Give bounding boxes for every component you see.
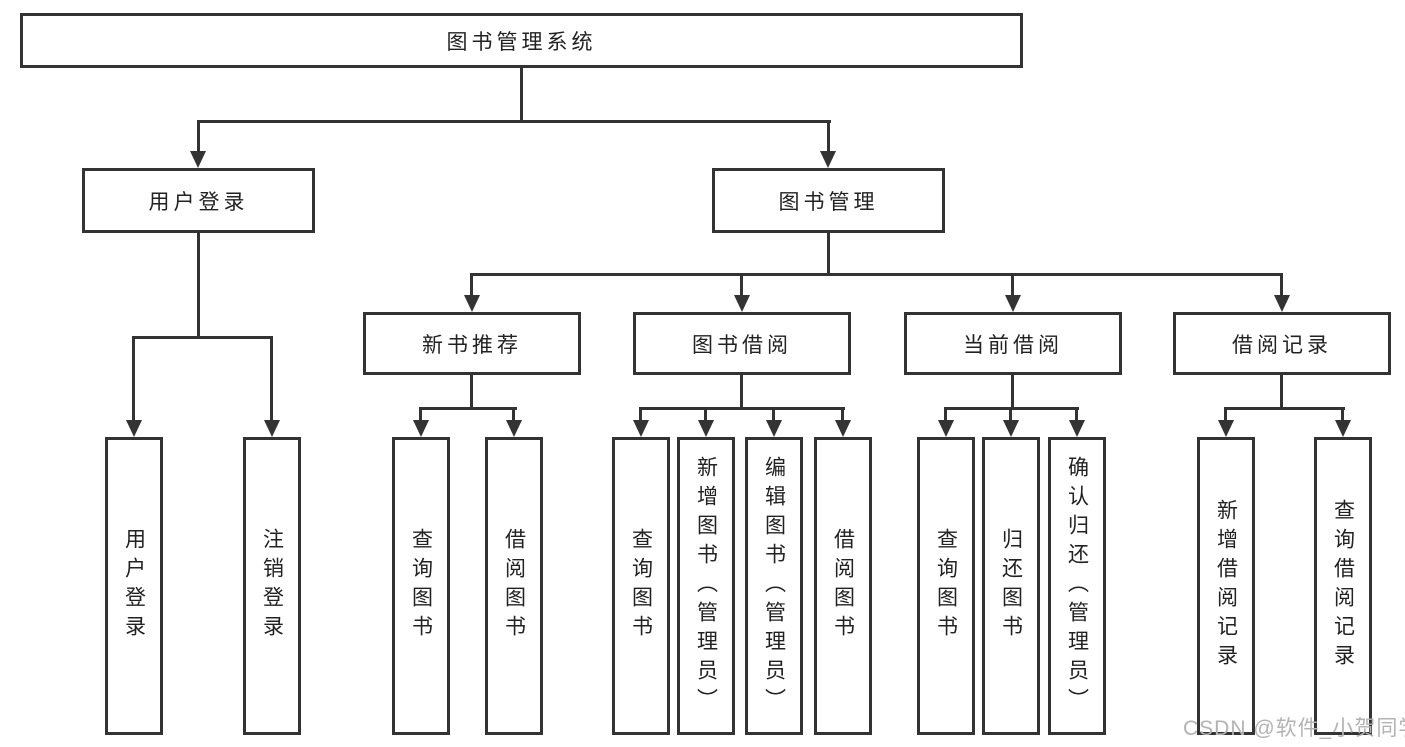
arrowhead-down-icon bbox=[820, 151, 836, 168]
node-user-login: 用户登录 bbox=[82, 168, 315, 233]
leaf-borrow-books: 借阅图书 bbox=[814, 437, 872, 735]
leaf-query-books-borrowing: 查询图书 bbox=[612, 437, 670, 735]
leaf-label: 查询图书 bbox=[409, 528, 433, 644]
node-borrowing-records: 借阅记录 bbox=[1173, 312, 1391, 375]
connector-line bbox=[827, 120, 830, 153]
arrowhead-down-icon bbox=[264, 420, 280, 437]
leaf-borrow-books-recommend: 借阅图书 bbox=[485, 437, 543, 735]
arrowhead-down-icon bbox=[413, 420, 429, 437]
leaf-label: 注销登录 bbox=[260, 528, 284, 644]
connector-line bbox=[841, 407, 844, 423]
connector-line bbox=[132, 336, 135, 423]
leaf-label: 查询图书 bbox=[934, 528, 958, 644]
connector-line bbox=[740, 273, 743, 297]
leaf-confirm-return-admin: 确认归还（管理员） bbox=[1048, 437, 1106, 735]
leaf-query-books-current: 查询图书 bbox=[917, 437, 975, 735]
node-label: 借阅记录 bbox=[1232, 333, 1332, 357]
arrowhead-down-icon bbox=[835, 420, 851, 437]
connector-line bbox=[1280, 375, 1283, 407]
node-current-borrowing: 当前借阅 bbox=[904, 312, 1122, 375]
connector-line bbox=[1341, 407, 1344, 423]
connector-line bbox=[1011, 375, 1014, 407]
arrowhead-down-icon bbox=[1005, 295, 1021, 312]
node-label: 新书推荐 bbox=[422, 333, 522, 357]
arrowhead-down-icon bbox=[766, 420, 782, 437]
node-label: 图书管理系统 bbox=[446, 30, 597, 54]
connector-line bbox=[470, 375, 473, 407]
connector-line bbox=[944, 407, 947, 423]
arrowhead-down-icon bbox=[1274, 295, 1290, 312]
leaf-logout: 注销登录 bbox=[243, 437, 301, 735]
leaf-label: 归还图书 bbox=[999, 528, 1023, 644]
leaf-add-borrow-record: 新增借阅记录 bbox=[1197, 437, 1255, 735]
leaf-query-books-recommend: 查询图书 bbox=[392, 437, 450, 735]
node-label: 当前借阅 bbox=[963, 333, 1063, 357]
arrowhead-down-icon bbox=[633, 420, 649, 437]
leaf-return-books: 归还图书 bbox=[982, 437, 1040, 735]
connector-line bbox=[639, 407, 642, 423]
connector-line bbox=[740, 375, 743, 407]
leaf-label: 新增图书（管理员） bbox=[694, 455, 718, 717]
node-library-system: 图书管理系统 bbox=[20, 13, 1023, 68]
leaf-edit-books-admin: 编辑图书（管理员） bbox=[745, 437, 803, 735]
leaf-label: 用户登录 bbox=[122, 528, 146, 644]
leaf-user-login: 用户登录 bbox=[105, 437, 163, 735]
leaf-label: 新增借阅记录 bbox=[1214, 499, 1238, 673]
arrowhead-down-icon bbox=[1218, 420, 1234, 437]
node-label: 图书借阅 bbox=[692, 333, 792, 357]
leaf-label: 借阅图书 bbox=[502, 528, 526, 644]
connector-line bbox=[1011, 273, 1014, 297]
connector-line bbox=[197, 120, 831, 123]
connector-line bbox=[704, 407, 707, 423]
arrowhead-down-icon bbox=[1003, 420, 1019, 437]
arrowhead-down-icon bbox=[938, 420, 954, 437]
connector-line bbox=[197, 120, 200, 153]
connector-line bbox=[1280, 273, 1283, 297]
connector-line bbox=[470, 273, 1283, 276]
connector-line bbox=[512, 407, 515, 423]
connector-line bbox=[132, 336, 273, 339]
connector-line bbox=[197, 233, 200, 336]
leaf-label: 借阅图书 bbox=[831, 528, 855, 644]
arrowhead-down-icon bbox=[1335, 420, 1351, 437]
connector-line bbox=[827, 233, 830, 273]
arrowhead-down-icon bbox=[1069, 420, 1085, 437]
connector-line bbox=[419, 407, 517, 410]
leaf-label: 编辑图书（管理员） bbox=[762, 455, 786, 717]
arrowhead-down-icon bbox=[126, 420, 142, 437]
node-label: 图书管理 bbox=[778, 190, 879, 214]
connector-line bbox=[772, 407, 775, 423]
connector-line bbox=[1224, 407, 1227, 423]
leaf-label: 查询借阅记录 bbox=[1331, 499, 1355, 673]
leaf-query-borrow-record: 查询借阅记录 bbox=[1314, 437, 1372, 735]
node-new-book-recommendation: 新书推荐 bbox=[363, 312, 581, 375]
arrowhead-down-icon bbox=[464, 295, 480, 312]
connector-line bbox=[1224, 407, 1345, 410]
arrowhead-down-icon bbox=[698, 420, 714, 437]
node-book-management: 图书管理 bbox=[712, 168, 945, 233]
connector-line bbox=[419, 407, 422, 423]
arrowhead-down-icon bbox=[734, 295, 750, 312]
csdn-watermark: CSDN @软件_小贺同学 bbox=[1183, 717, 1405, 740]
leaf-label: 查询图书 bbox=[629, 528, 653, 644]
leaf-label: 确认归还（管理员） bbox=[1065, 455, 1089, 717]
connector-line bbox=[1075, 407, 1078, 423]
connector-line bbox=[270, 336, 273, 423]
leaf-add-books-admin: 新增图书（管理员） bbox=[677, 437, 735, 735]
arrowhead-down-icon bbox=[190, 151, 206, 168]
connector-line bbox=[520, 68, 523, 120]
node-label: 用户登录 bbox=[148, 190, 249, 214]
arrowhead-down-icon bbox=[506, 420, 522, 437]
node-book-borrowing: 图书借阅 bbox=[633, 312, 851, 375]
connector-line bbox=[470, 273, 473, 297]
connector-line bbox=[639, 407, 845, 410]
connector-line bbox=[1009, 407, 1012, 423]
